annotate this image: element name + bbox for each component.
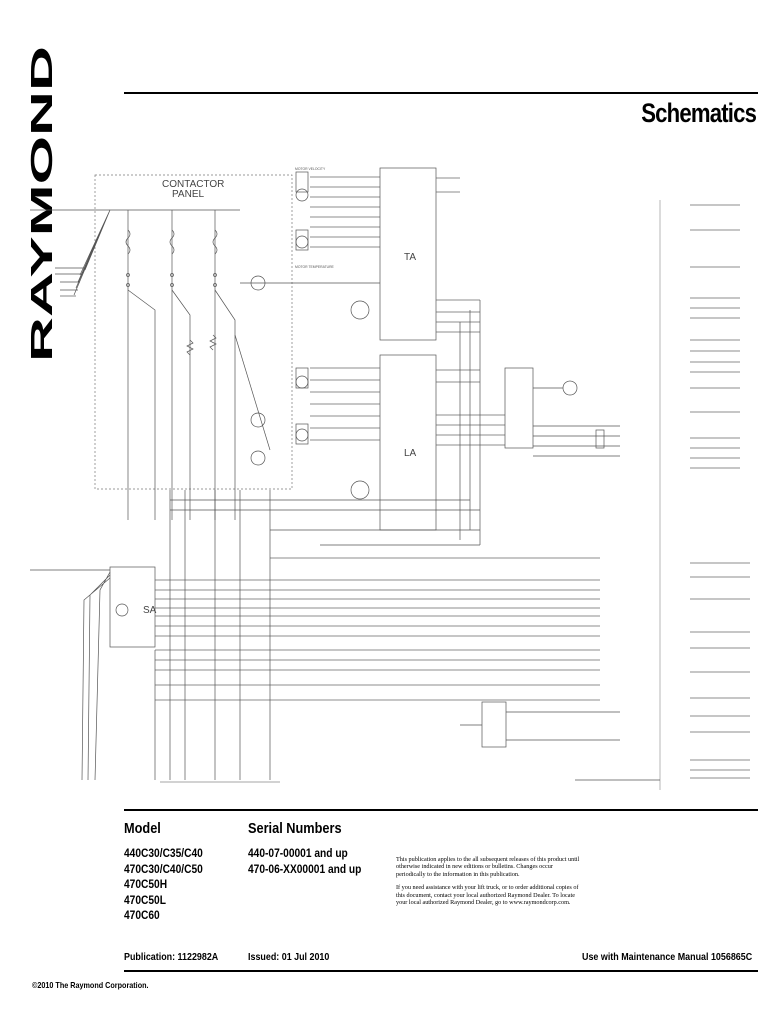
raymond-logo-icon: RAYMOND	[28, 46, 58, 362]
publication-number: Publication: 1122982A	[124, 951, 219, 963]
svg-text:MOTOR TEMPERATURE: MOTOR TEMPERATURE	[295, 265, 335, 269]
notice-paragraph: This publication applies to the all subs…	[396, 856, 580, 878]
electrical-schematic: CONTACTOR PANEL	[0, 150, 768, 810]
model-item: 470C30/C40/C50	[124, 861, 203, 876]
svg-text:MOTOR VELOCITY: MOTOR VELOCITY	[295, 167, 326, 171]
serial-item: 440-07-00001 and up	[248, 846, 348, 860]
copyright: ©2010 The Raymond Corporation.	[32, 980, 149, 990]
model-item: 470C60	[124, 908, 160, 922]
model-item: 470C50H	[124, 877, 168, 891]
la-label: LA	[404, 448, 417, 459]
top-rule	[124, 92, 758, 94]
publication-notice: This publication applies to the all subs…	[396, 856, 582, 912]
info-rule	[124, 809, 758, 811]
model-heading: Model	[124, 820, 161, 837]
serial-item: 470-06-XX00001 and up	[248, 861, 362, 876]
contactor-panel-label: CONTACTOR	[162, 179, 224, 190]
issued-date: Issued: 01 Jul 2010	[248, 951, 330, 963]
bottom-rule	[124, 970, 758, 972]
notice-paragraph: If you need assistance with your lift tr…	[396, 884, 579, 907]
model-item: 470C50L	[124, 892, 166, 907]
raymond-logo: RAYMOND	[28, 44, 58, 362]
contactor-panel-box	[94, 174, 293, 490]
maintenance-manual: Use with Maintenance Manual 1056865C	[581, 951, 752, 963]
schematic-drawing: CONTACTOR PANEL	[30, 167, 750, 790]
model-list: 440C30/C35/C40 470C30/C40/C50 470C50H 47…	[124, 846, 203, 924]
serial-heading: Serial Numbers	[248, 820, 342, 837]
ta-label: TA	[404, 252, 416, 263]
contactor-panel-label-2: PANEL	[172, 189, 204, 200]
page-title: Schematics	[641, 98, 757, 128]
serial-list: 440-07-00001 and up 470-06-XX00001 and u…	[248, 846, 361, 877]
model-item: 440C30/C35/C40	[124, 846, 203, 860]
sa-label: SA	[143, 605, 157, 616]
svg-text:RAYMOND: RAYMOND	[28, 46, 58, 362]
